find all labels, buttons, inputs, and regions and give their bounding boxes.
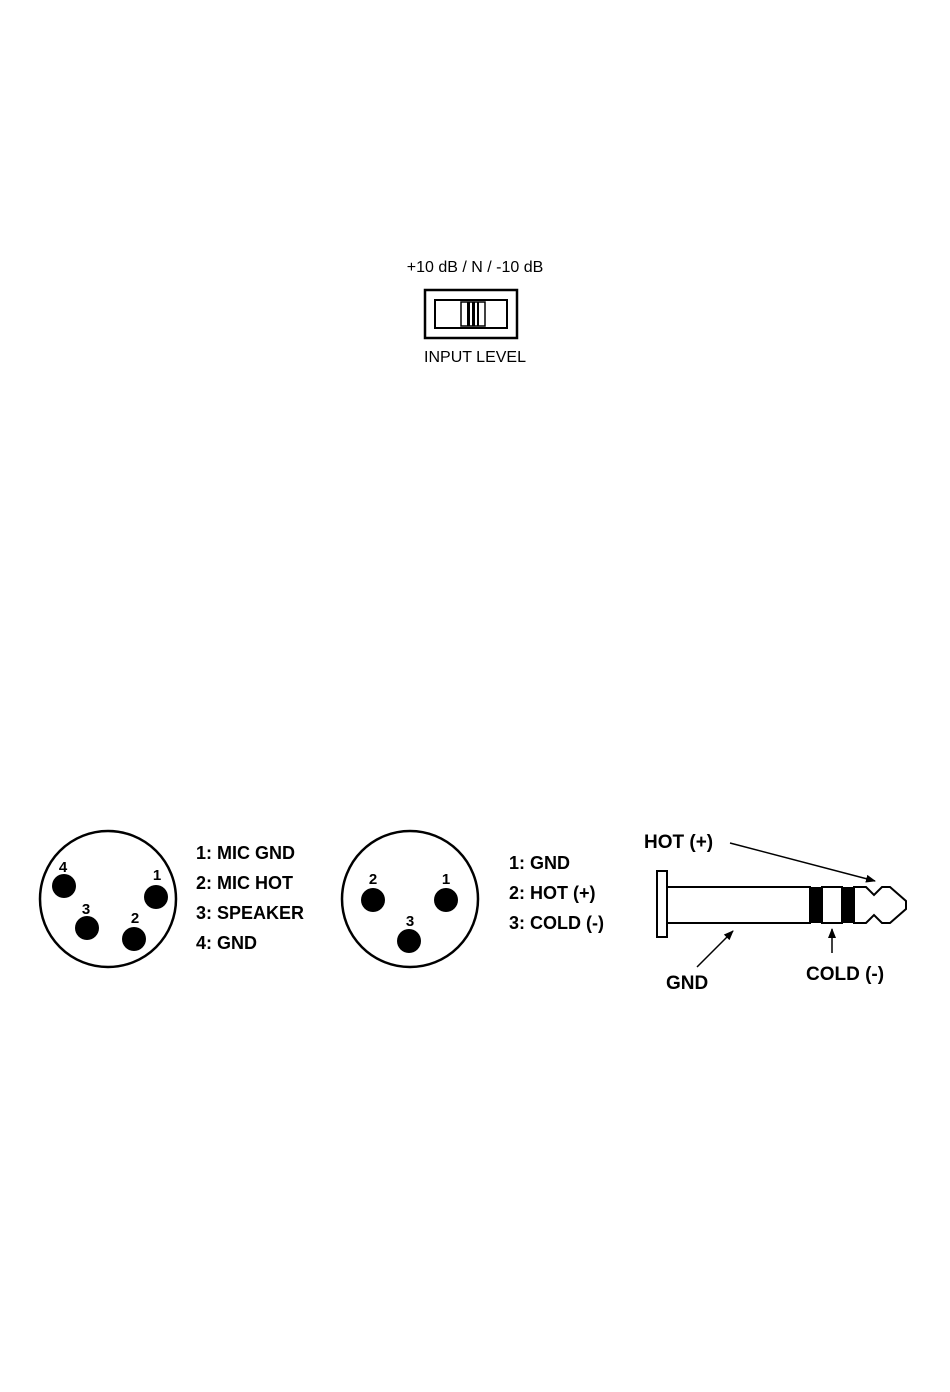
input-level-name-label: INPUT LEVEL [385,349,565,367]
xlr4-pin-2 [122,927,146,951]
jack-gnd-label: GND [666,973,708,994]
xlr4-pin-3-number: 3 [82,901,90,918]
xlr4-pin-1 [144,885,168,909]
xlr4-pin-1-number: 1 [153,867,161,884]
jack-ring [822,887,842,923]
xlr4-legend-4: 4: GND [196,933,257,953]
xlr4-pin-4 [52,874,76,898]
xlr4-pin-legend: 1: MIC GND 2: MIC HOT 3: SPEAKER 4: GND [196,843,304,953]
xlr4-connector: 4 1 3 2 [40,831,176,967]
jack-sleeve [667,887,810,923]
jack-hot-label: HOT (+) [644,832,713,853]
xlr4-pin-3 [75,916,99,940]
xlr4-pin-4-number: 4 [59,859,68,876]
xlr4-legend-2: 2: MIC HOT [196,873,293,893]
input-level-switch-icon [423,288,519,340]
xlr4-legend-3: 3: SPEAKER [196,903,304,923]
xlr3-pin-1 [434,888,458,912]
xlr3-pin-2 [361,888,385,912]
xlr3-legend-2: 2: HOT (+) [509,883,596,903]
xlr3-pin-legend: 1: GND 2: HOT (+) 3: COLD (-) [509,853,604,933]
xlr3-pin-2-number: 2 [369,871,377,888]
gnd-arrow [697,931,733,967]
hot-arrow [730,843,875,881]
input-level-values-label: +10 dB / N / -10 dB [385,259,565,277]
jack-tip [854,887,906,923]
xlr3-pin-3-number: 3 [406,913,414,930]
jack-flange [657,871,667,937]
xlr3-pin-3 [397,929,421,953]
xlr3-legend-3: 3: COLD (-) [509,913,604,933]
xlr3-pin-1-number: 1 [442,871,450,888]
jack-ring-insulator-1 [810,887,822,923]
input-level-switch-block: +10 dB / N / -10 dB INPUT LEVEL [385,255,565,375]
trs-jack-plug: HOT (+) GND COLD (-) [644,832,906,994]
xlr4-pin-2-number: 2 [131,910,139,927]
jack-cold-label: COLD (-) [806,964,884,985]
connector-pinouts-diagram: 4 1 3 2 1: MIC GND 2: MIC HOT 3: SPEAKER… [0,815,950,1005]
xlr3-connector: 2 1 3 [342,831,478,967]
xlr4-legend-1: 1: MIC GND [196,843,295,863]
xlr3-legend-1: 1: GND [509,853,570,873]
jack-ring-insulator-2 [842,887,854,923]
